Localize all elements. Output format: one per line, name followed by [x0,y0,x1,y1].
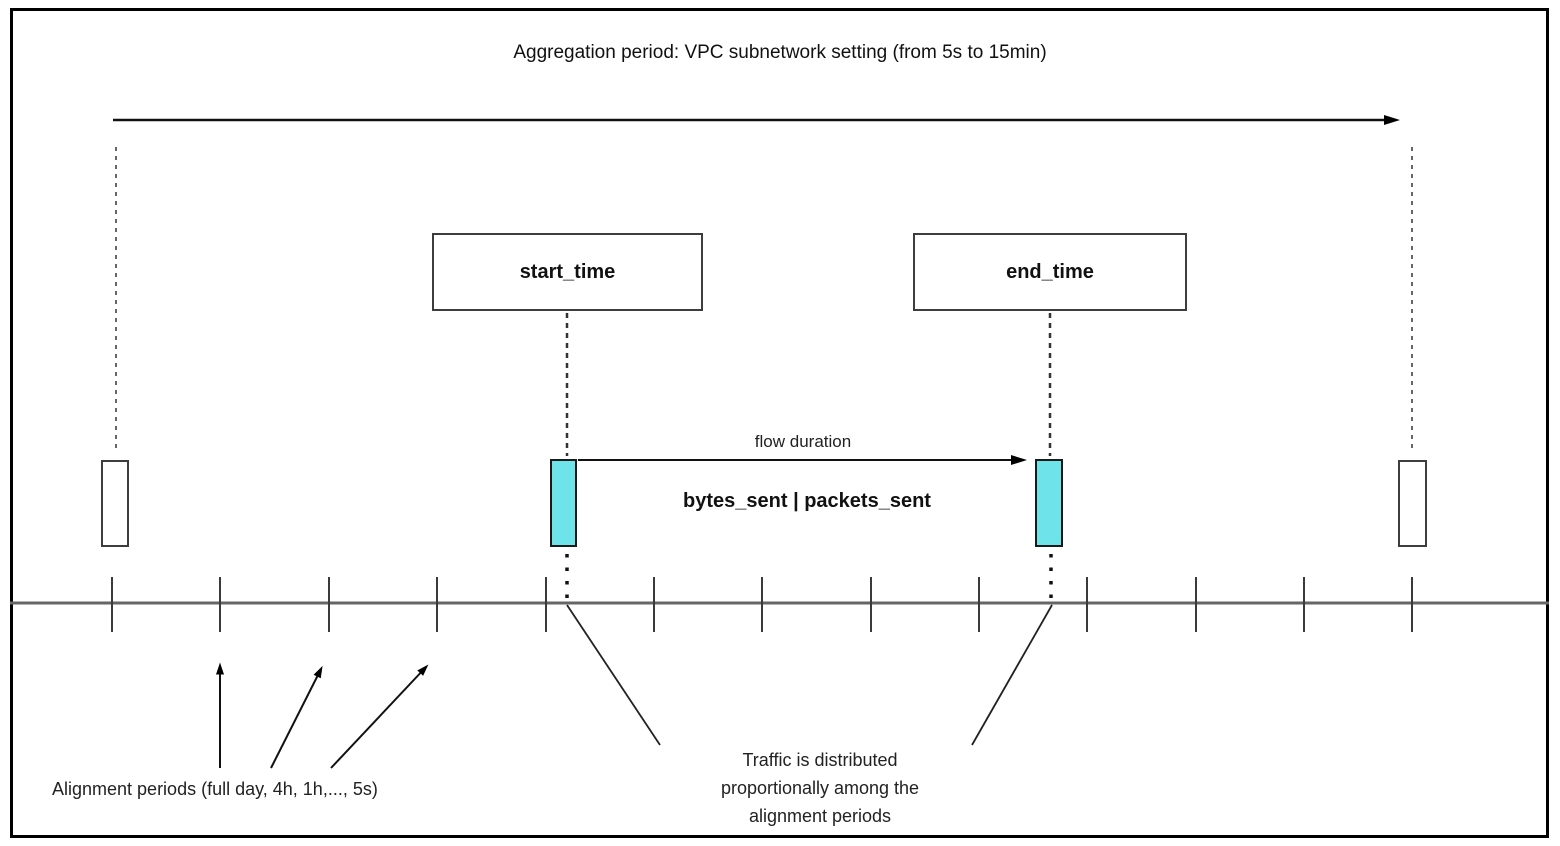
traffic-leader-left [566,604,661,746]
end-time-label: end_time [1006,260,1094,283]
traffic-distribution-note: Traffic is distributed proportionally am… [665,746,975,830]
start-time-box: start_time [432,233,703,311]
traffic-leader-right [971,604,1053,746]
alignment-periods-label: Alignment periods (full day, 4h, 1h,...,… [52,779,378,799]
flow-end-marker [1035,459,1063,547]
start-time-label: start_time [519,260,616,283]
alignment-arrow-2 [270,665,323,769]
flow-start-marker [550,459,577,547]
timeline-ticks [111,577,1413,632]
diagram-border [10,8,1549,838]
flow-duration-label: flow duration [754,432,852,451]
end-time-box: end_time [913,233,1187,311]
traffic-note-line: alignment periods [748,806,892,826]
traffic-note-line: Traffic is distributed [742,750,898,770]
aggregation-end-marker [1398,460,1427,547]
alignment-arrow-3 [330,664,429,769]
flow-metrics-label: bytes_sent | packets_sent [683,490,931,512]
diagram-title: Aggregation period: VPC subnetwork setti… [513,42,1047,63]
traffic-note-line: proportionally among the [720,778,920,798]
aggregation-start-marker [101,460,129,547]
